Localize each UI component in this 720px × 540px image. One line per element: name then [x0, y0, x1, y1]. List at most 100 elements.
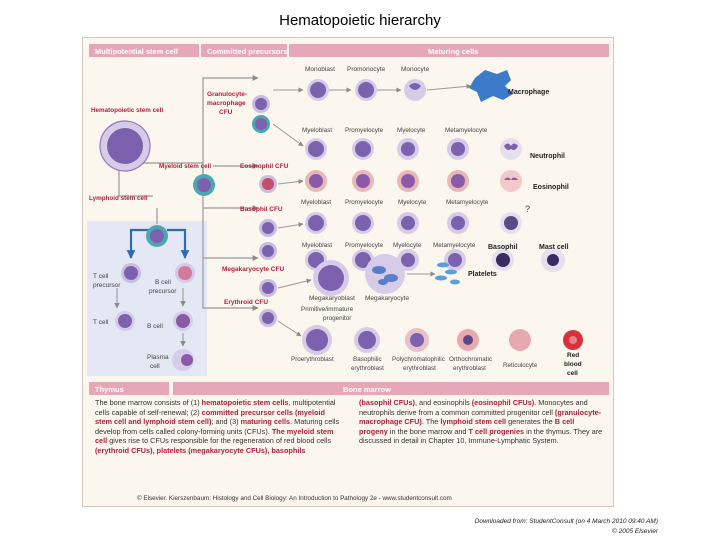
diagram-shape: [384, 274, 398, 282]
copyright: © Elsevier. Kierszenbaum: Histology and …: [137, 494, 452, 502]
cell-label: T cell: [93, 319, 109, 326]
cell-label: Basophil: [488, 244, 518, 251]
cell-label: Primitive/immature: [301, 306, 354, 313]
cell-label: Metamyelocyte: [433, 242, 476, 249]
cell-label: Megakaryocyte: [365, 295, 409, 302]
header-thymus-label: Thymus: [95, 385, 124, 394]
cell-label: Platelets: [468, 271, 497, 278]
diagram-shape: [277, 222, 304, 229]
diagram-shape: [310, 82, 326, 98]
cell-label: Promyelocyte: [345, 127, 384, 134]
diagram-shape: [504, 177, 518, 180]
cell-label: blood: [564, 361, 582, 368]
diagram-shape: [451, 174, 465, 188]
diagram-shape: [167, 228, 190, 259]
diagram-shape: [272, 123, 304, 147]
diagram-shape: [451, 142, 465, 156]
caption-text: T cell progenies: [468, 426, 525, 436]
megakaryocyte-cell: [365, 254, 405, 294]
cell-label: Polychromatophilic: [392, 356, 445, 363]
caption-left: The bone marrow consists of (1) hematopo…: [95, 398, 343, 456]
myeloid-label: Myeloid stem cell: [159, 163, 211, 170]
diagram-shape: [463, 335, 473, 345]
header-bone-marrow-label: Bone marrow: [343, 385, 391, 394]
cell-label: Monoblast: [305, 66, 335, 73]
cell-label: Metamyelocyte: [446, 199, 489, 206]
cell-label: Proerythroblast: [291, 356, 334, 363]
caption-text: (granulocyte-macrophage CFU): [359, 407, 602, 427]
caption-text: generates the: [506, 417, 555, 427]
cell-label: B cell: [155, 279, 171, 286]
caption-text: in the bone marrow and: [387, 426, 469, 436]
cell-label: Red: [567, 352, 579, 359]
caption-text: lymphoid stem cell: [440, 417, 507, 427]
hematopoiesis-figure: Multipotential stem cell Committed precu…: [82, 37, 614, 507]
diagram-shape: [401, 142, 415, 156]
cell-label: Myelocyte: [393, 242, 422, 249]
diagram-shape: [358, 331, 376, 349]
cell-label: Myeloblast: [301, 199, 331, 206]
cell-label: cell: [150, 363, 160, 370]
caption-text: gives rise to CFUs responsible for the r…: [107, 436, 332, 446]
caption-text: B cell progeny: [359, 417, 575, 436]
diagram-shape: [401, 174, 415, 188]
cell-label: Granulocyte-: [207, 91, 247, 98]
hsc-label: Hematopoietic stem cell: [91, 107, 163, 114]
elsevier-credit: © 2005 Elsevier: [612, 528, 658, 535]
diagram-shape: [409, 83, 421, 90]
diagram-shape: [277, 278, 312, 289]
cell-label: B cell: [147, 323, 163, 330]
diagram-shape: [202, 258, 259, 311]
diagram-shape: [318, 265, 344, 291]
macrophage-shape: [469, 70, 513, 102]
diagram-shape: [356, 174, 370, 188]
diagram-shape: [426, 83, 472, 91]
diagram-shape: [262, 282, 274, 294]
cell-label: Orthochromatic: [449, 356, 492, 363]
cell-label: Basophil CFU: [240, 206, 283, 213]
caption-text: The myeloid stem cell: [95, 426, 334, 446]
diagram-shape: [445, 269, 457, 275]
header-multipotential-label: Multipotential stem cell: [95, 47, 178, 56]
header-multipotential: [89, 44, 199, 57]
diagram-shape: [202, 208, 259, 261]
diagram-shape: [178, 266, 192, 280]
cell-label: Promyelocyte: [345, 242, 384, 249]
caption-text: . Maturing cells develop from cells call…: [95, 417, 340, 436]
diagram-shape: [255, 98, 267, 110]
diagram-shape: [176, 314, 190, 328]
cell-label: Myeloblast: [302, 127, 332, 134]
diagram-shape: [277, 179, 304, 185]
diagram-shape: [197, 178, 211, 192]
cell-label: macrophage: [207, 100, 246, 107]
cell-label: Promyelocyte: [345, 199, 384, 206]
caption-text: . The: [421, 417, 441, 427]
cell-label: Myelocyte: [397, 127, 426, 134]
cell-label: Megakaryoblast: [309, 295, 355, 302]
diagram-shape: [504, 143, 518, 150]
diagram-shape: [181, 354, 193, 366]
cell-label: Plasma: [147, 354, 169, 361]
diagram-shape: [450, 279, 460, 285]
cell-label: T cell: [93, 273, 109, 280]
diagram-shape: [401, 216, 415, 230]
caption-text: , multipotential cells capable of self-r…: [95, 398, 336, 417]
diagram-shape: [262, 312, 274, 324]
diagram-shape: [306, 329, 328, 351]
cell-label: Neutrophil: [530, 153, 565, 160]
cell-label: Eosinophil: [533, 184, 569, 191]
diagram-shape: [372, 266, 386, 274]
cell-label: precursor: [93, 282, 121, 289]
cell-label: CFU: [219, 109, 233, 116]
diagram-shape: [262, 222, 274, 234]
caption-text: (eosinophil CFUs): [471, 398, 535, 407]
header-committed-label: Committed precursors: [207, 47, 287, 56]
diagram-shape: [355, 141, 371, 157]
header-thymus: [89, 382, 169, 395]
caption-text: The bone marrow consists of (1): [95, 398, 202, 407]
caption-text: hematopoietic stem cells: [201, 398, 289, 407]
cell-label: ?: [525, 204, 530, 214]
cell-label: cell: [567, 370, 578, 377]
diagram-shape: [355, 215, 371, 231]
diagram-shape: [547, 254, 559, 266]
